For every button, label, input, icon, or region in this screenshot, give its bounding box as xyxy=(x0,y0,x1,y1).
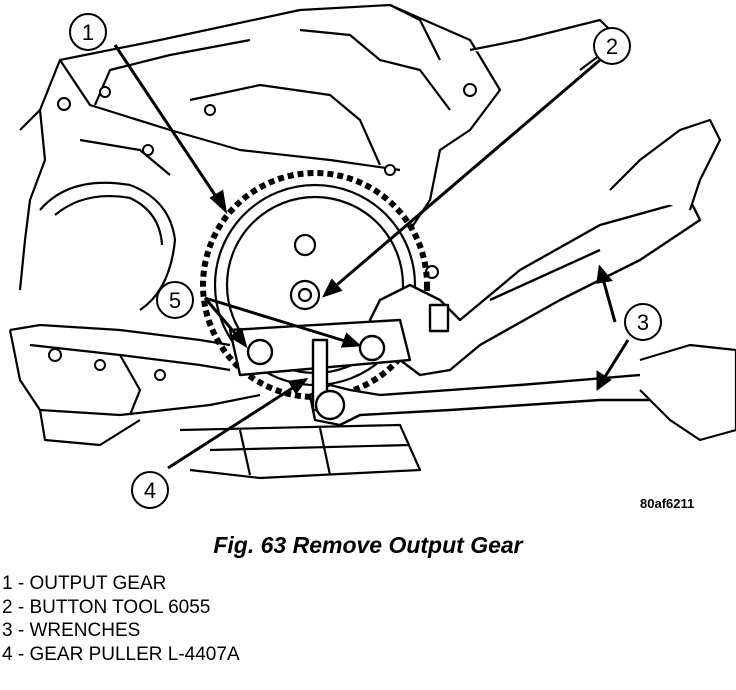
callout-lines xyxy=(113,44,630,470)
legend-item: 3 - WRENCHES xyxy=(2,620,141,641)
callout-5: 5 xyxy=(169,288,181,313)
legend-item: 1 - OUTPUT GEAR xyxy=(2,573,167,594)
figure-id: 80af6211 xyxy=(640,496,695,511)
wrench-upper xyxy=(368,198,702,377)
legend-item: 2 - BUTTON TOOL 6055 xyxy=(2,596,211,618)
figure-caption: Fig. 63 Remove Output Gear xyxy=(213,532,523,558)
callout-4: 4 xyxy=(144,478,156,503)
callout-1: 1 xyxy=(82,20,94,45)
callout-circles xyxy=(69,13,662,509)
transmission-case-drawing xyxy=(8,3,502,480)
hands xyxy=(469,18,736,442)
gear-puller-tool xyxy=(228,318,412,421)
callout-2: 2 xyxy=(606,34,618,59)
mounting-bolts xyxy=(48,83,477,381)
legend-list: 1 - OUTPUT GEAR 2 - BUTTON TOOL 6055 3 -… xyxy=(2,572,240,666)
legend-item: 4 - GEAR PULLER L-4407A xyxy=(2,643,240,665)
output-gear-removal-illustration: 1 2 3 4 5 xyxy=(8,3,736,509)
callout-3: 3 xyxy=(637,310,649,335)
